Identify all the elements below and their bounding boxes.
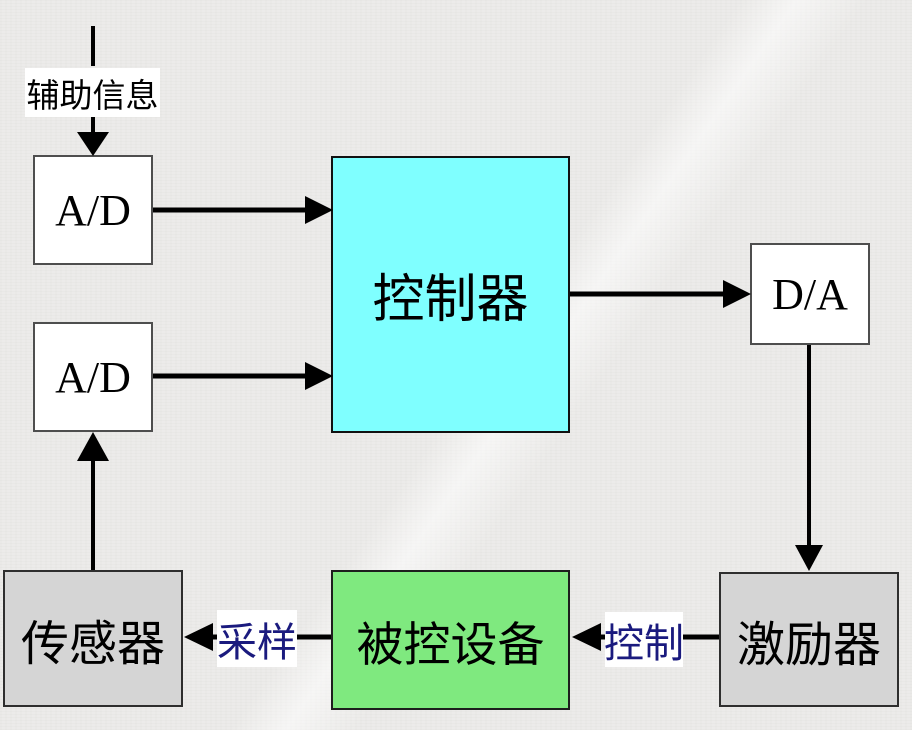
node-da-converter-label: D/A — [772, 269, 848, 319]
sensor-to-ad2-arrowhead — [77, 432, 109, 461]
node-ad-converter-2: A/D — [33, 322, 153, 432]
actuator-to-device-arrowhead — [572, 623, 601, 651]
node-ad-converter-2-label: A/D — [55, 352, 131, 402]
node-controlled-device: 被控设备 — [331, 570, 570, 710]
ad1-to-controller-arrowhead — [305, 196, 333, 224]
node-controller-label: 控制器 — [372, 272, 529, 329]
node-actuator-label: 激励器 — [736, 618, 881, 672]
node-da-converter: D/A — [750, 243, 870, 345]
aux-to-ad1-arrowhead — [77, 132, 109, 156]
node-controlled-device-label: 被控设备 — [356, 619, 545, 672]
da-to-actuator-arrowhead — [795, 545, 823, 571]
node-sensor: 传感器 — [3, 570, 183, 707]
edge-label-aux-info: 辅助信息 — [25, 68, 160, 117]
device-to-sensor-arrowhead — [184, 623, 213, 651]
node-actuator: 激励器 — [719, 572, 899, 707]
edge-label-sampling: 采样 — [217, 610, 297, 667]
edge-label-control: 控制 — [604, 612, 684, 667]
node-ad-converter-1-label: A/D — [55, 185, 131, 235]
ad2-to-controller-arrowhead — [305, 362, 333, 390]
node-controller: 控制器 — [331, 156, 570, 433]
controller-to-da-arrowhead — [723, 280, 751, 308]
node-sensor-label: 传感器 — [20, 617, 165, 671]
